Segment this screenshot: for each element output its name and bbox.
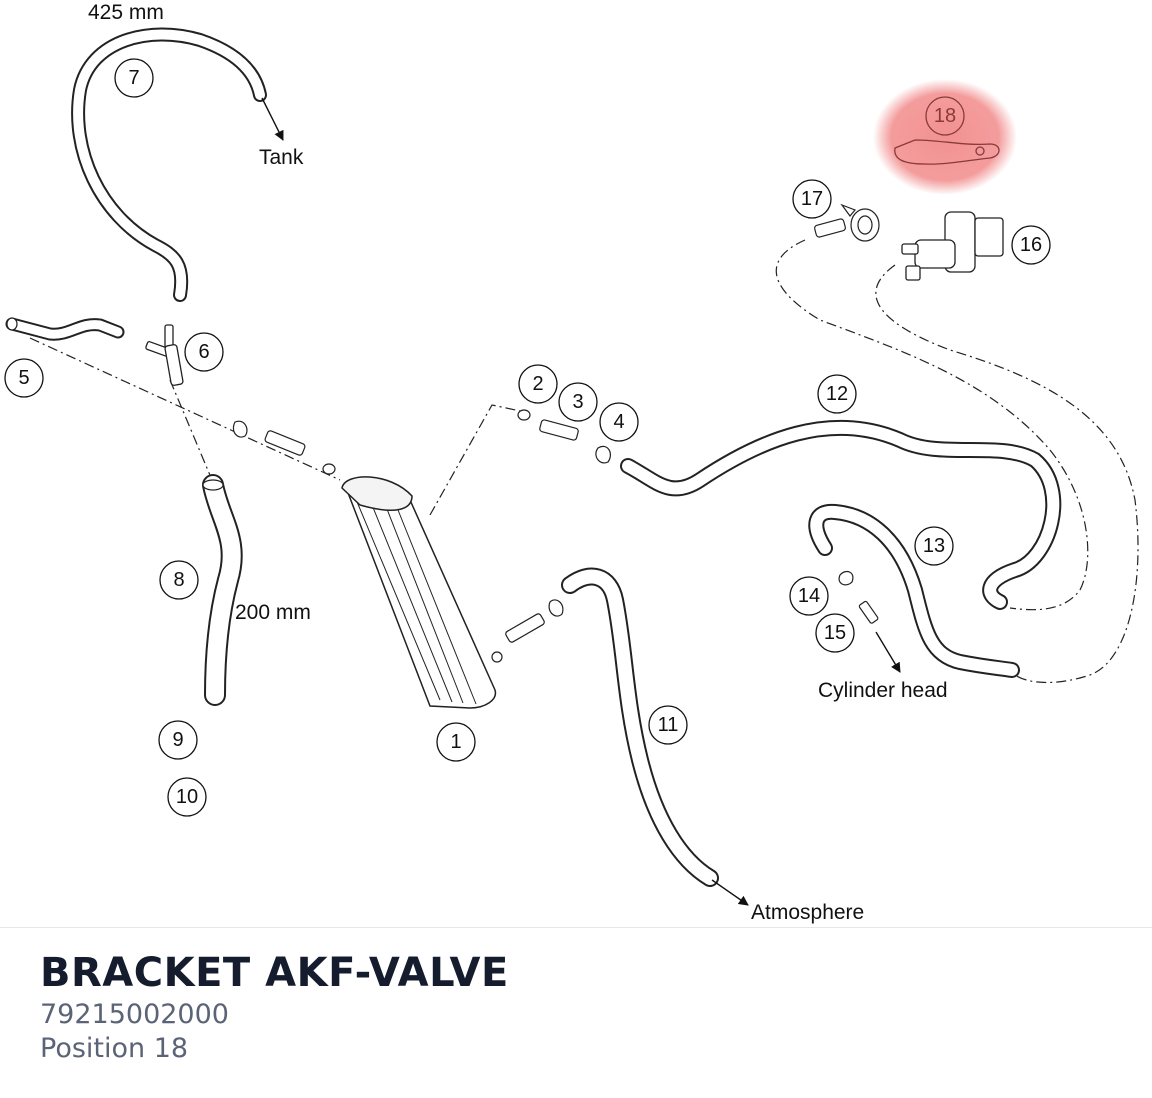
callout-circle-17: [792, 179, 832, 219]
callout-circle-12: [817, 374, 857, 414]
callout-7: 7: [128, 67, 139, 89]
valve-16: [901, 211, 1004, 281]
cylinder-head-arrow: [875, 631, 901, 673]
hose-13: [808, 503, 1020, 678]
part-title: BRACKET AKF-VALVE: [40, 950, 509, 996]
left-fittings: [232, 420, 336, 475]
highlight-18: [873, 79, 1017, 195]
callout-11: 11: [658, 714, 679, 736]
tank-arrow: [261, 97, 284, 141]
callout-circle-4: [599, 402, 639, 442]
callout-circle-11: [648, 705, 688, 745]
callout-circle-13: [914, 526, 954, 566]
callout-17: 17: [801, 188, 823, 210]
callout-9: 9: [172, 729, 183, 751]
divider: [0, 927, 1152, 928]
callout-circle-8: [159, 560, 199, 600]
callout-circle-7: [114, 58, 154, 98]
callout-13: 13: [923, 535, 945, 557]
hose-5: [5, 317, 125, 341]
callout-14: 14: [798, 585, 820, 607]
part-number: 79215002000: [40, 999, 229, 1030]
callout-circle-15: [815, 613, 855, 653]
hose-8-end: [202, 479, 224, 491]
part-info: BRACKET AKF-VALVE 79215002000 Position 1…: [40, 948, 509, 1066]
callout-6: 6: [198, 341, 209, 363]
callout-circle-10: [167, 777, 207, 817]
lower-fittings: [491, 599, 564, 663]
callout-12: 12: [826, 383, 848, 405]
label-length-7: 425 mm: [88, 1, 164, 24]
connection-lines: [29, 239, 1139, 684]
callout-circle-3: [558, 382, 598, 422]
callout-circle-9: [158, 720, 198, 760]
callout-8: 8: [173, 569, 184, 591]
label-length-8: 200 mm: [235, 601, 311, 624]
part-position: Position 18: [40, 1033, 189, 1064]
hose-12: [620, 419, 1062, 610]
atmosphere-arrow: [711, 879, 749, 906]
callout-circle-2: [518, 364, 558, 404]
callout-16: 16: [1020, 234, 1042, 256]
callout-2: 2: [532, 373, 543, 395]
hose-11: [561, 567, 719, 887]
canister-1: [341, 476, 497, 709]
exploded-parts-diagram: 1 2 3 4 5 6 7 8 9 10 11 12 13 14 15 16 1…: [4, 1, 1139, 924]
callout-circle-18: [925, 96, 965, 136]
callout-10: 10: [176, 786, 198, 808]
label-atmosphere: Atmosphere: [751, 901, 864, 924]
callout-5: 5: [18, 367, 29, 389]
hose-7: [71, 27, 267, 302]
parts-14-15: [838, 570, 879, 624]
hose-8: [202, 474, 243, 706]
t-piece-6: [145, 324, 184, 386]
callout-circle-16: [1011, 225, 1051, 265]
callout-circle-5: [4, 358, 44, 398]
callout-circle-1: [436, 722, 476, 762]
callout-circle-14: [789, 576, 829, 616]
callout-3: 3: [572, 391, 583, 413]
connector-17: [814, 203, 880, 242]
label-tank: Tank: [259, 146, 304, 169]
parts-2-3-4: [517, 409, 611, 464]
bracket-18: [894, 139, 1000, 165]
hose-5-end: [6, 317, 18, 331]
callout-4: 4: [613, 411, 624, 433]
label-cylinder-head: Cylinder head: [818, 679, 948, 702]
callout-circle-6: [184, 332, 224, 372]
callout-15: 15: [824, 622, 846, 644]
callout-18: 18: [934, 105, 956, 127]
callout-1: 1: [450, 731, 461, 753]
